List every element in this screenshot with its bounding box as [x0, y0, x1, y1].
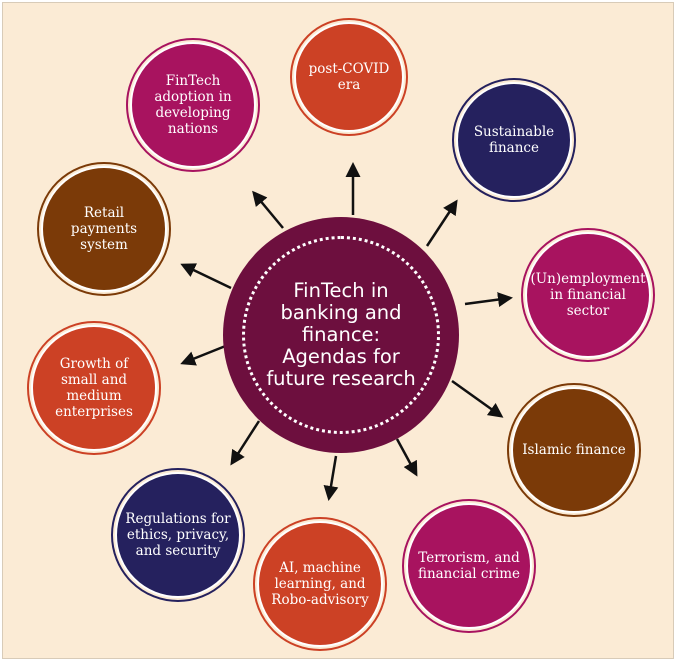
topic-node-label-line: Sustainable: [473, 124, 555, 140]
arrow-to-ai: [323, 455, 339, 501]
center-topic-label: FinTech in banking and finance: Agendas …: [251, 280, 431, 390]
topic-node-label-line: small and: [60, 372, 128, 388]
topic-node-label-line: ethics, privacy,: [126, 527, 230, 543]
topic-node-ring-post-covid: [290, 18, 408, 136]
topic-node-label-line: Regulations for: [125, 511, 231, 527]
topic-node-ring-terrorism: [402, 499, 536, 633]
center-dotted-ring: FinTech in banking and finance: Agendas …: [242, 236, 440, 434]
topic-node-label-line: AI, machine: [279, 560, 361, 576]
arrow-to-retail: [180, 263, 232, 290]
center-line: finance:: [301, 323, 381, 346]
center-line: FinTech in: [293, 279, 389, 302]
topic-node-label-line: in financial: [550, 287, 626, 303]
topic-node-label-line: nations: [167, 121, 219, 137]
topic-node-ring-sustainable: [452, 78, 576, 202]
topic-node-ring-retail: [37, 162, 171, 296]
arrow-to-terrorism: [395, 438, 418, 477]
topic-node-islamic: Islamic finance: [511, 387, 637, 513]
center-line: future research: [266, 367, 416, 390]
arrow-to-unemployment: [464, 292, 513, 308]
topic-node-label: post-COVID era: [296, 61, 402, 93]
topic-node-post-covid: post-COVID era: [294, 22, 404, 132]
topic-node-label-line: medium: [66, 388, 122, 404]
topic-node-label: Islamic finance: [516, 442, 632, 458]
arrow-to-developing: [252, 190, 284, 229]
topic-node-ring-growth: [27, 321, 161, 455]
arrow-to-sustainable: [425, 199, 458, 247]
topic-node-label-line: enterprises: [55, 404, 133, 420]
center-line: Agendas for: [282, 345, 400, 368]
topic-node-ring-developing: [126, 38, 260, 172]
topic-node-ring-islamic: [507, 383, 641, 517]
center-line: banking and: [280, 301, 402, 324]
topic-node-label-line: sector: [566, 303, 610, 319]
topic-node-label-line: Retail: [83, 205, 125, 221]
topic-node-label-line: post-COVID era: [308, 61, 390, 93]
arrows-layer: [180, 162, 513, 501]
topic-node-label-line: and security: [135, 543, 221, 559]
diagram-canvas: FinTech in banking and finance: Agendas …: [2, 2, 674, 659]
topic-node-ring-ai: [253, 517, 387, 651]
topic-node-ring-unemployment: [521, 228, 655, 362]
topic-node-label-line: Terrorism, and: [418, 550, 520, 566]
arrow-to-regulations: [230, 420, 261, 466]
topic-node-label-line: developing: [155, 105, 231, 121]
topic-node-label-line: (Un)employment: [530, 271, 646, 287]
center-topic-circle: FinTech in banking and finance: Agendas …: [223, 217, 459, 453]
topic-node-ring-regulations: [111, 468, 245, 602]
topic-node-label-line: learning, and: [274, 576, 366, 592]
arrow-to-growth: [180, 343, 229, 366]
arrow-to-islamic: [451, 379, 504, 418]
topic-node-label-line: Robo-advisory: [271, 592, 369, 608]
topic-node-label-line: financial crime: [417, 566, 521, 582]
topic-node-label-line: Islamic finance: [522, 442, 626, 458]
topic-node-label-line: Growth of: [59, 356, 129, 372]
topic-node-label-line: payments: [70, 221, 138, 237]
topic-node-label-line: finance: [488, 140, 539, 156]
topic-node-label-line: adoption in: [154, 89, 232, 105]
topic-node-label-line: FinTech: [165, 73, 221, 89]
topic-node-label-line: system: [80, 237, 128, 253]
